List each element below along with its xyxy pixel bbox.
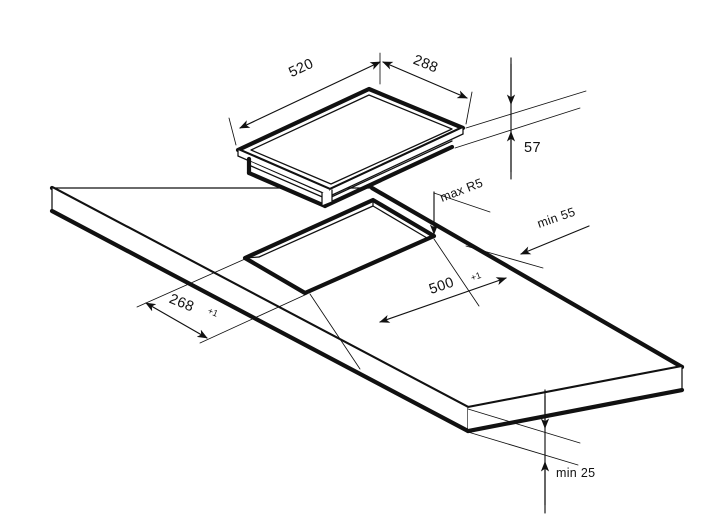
cooktop-glass-front-thickness-face [238,150,330,196]
dim-520-line [239,61,381,129]
cutout-inner-rim [258,205,428,291]
countertop-rear-right-edge [369,185,685,370]
dim-500-ext-front [309,293,361,370]
countertop-top-face-fill [52,188,682,408]
dim-288-label: 288 [411,52,441,76]
cooktop-body-right-highlight [326,140,453,200]
dimension-500-group: 500 +1 [309,238,507,370]
dim-57-label: 57 [524,140,541,156]
countertop-right-bottom-edge [465,387,685,434]
cooktop-body-front-lower-edge [246,170,328,209]
cutout-opening-fill [245,200,434,293]
dim-288-line [382,61,468,99]
dim-min25-label: min 25 [556,466,595,480]
dim-57-ext-top [465,90,587,129]
dim-520-ext-left [228,117,237,146]
cooktop-body-front-highlight [250,165,328,200]
cutout-left-wall-edge [244,256,260,259]
countertop-cutout [242,197,437,296]
countertop-front-side-face [52,188,468,431]
dimension-min25-group: min 25 [467,389,595,514]
dim-min55-label: min 55 [535,205,577,231]
dim-57-ext-bottom [454,107,581,149]
cooktop-front-foot-outline [321,189,333,207]
dim-268-label: 268 [167,291,197,315]
cooktop-glass-right-thickness-face [330,128,463,196]
dimension-maxR5-group: max R5 [429,176,491,235]
dim-min25-ext-top [467,408,581,444]
dim-288-ext-right [465,91,473,125]
dim-520-label: 520 [286,56,316,81]
dim-500-label: 500 [427,275,456,298]
dim-268-line [145,302,208,339]
cooktop-appliance [235,86,466,209]
dim-268-tolerance: +1 [206,306,219,319]
cooktop-body-front-face [249,161,328,207]
cooktop-glass-right-bottom-edge [329,133,464,197]
countertop-assembly [49,185,685,434]
cooktop-front-foot-face [322,190,332,206]
countertop-right-side-face [468,367,682,431]
cooktop-glass-top-fill [238,89,463,190]
dim-268-ext-right [199,293,308,344]
dim-500-tolerance: +1 [469,270,482,283]
dim-min55-ext [465,245,544,269]
dim-maxR5-label: max R5 [438,176,485,205]
dimension-57-group: 57 [454,57,587,180]
dim-maxR5-leader-shelf [433,192,491,213]
dim-min55-line [520,225,590,255]
cooktop-glass-front-bottom-edge [237,155,331,197]
cooktop-body-right-lower-edge [322,144,455,209]
dim-min25-ext-bottom [467,431,579,466]
dim-268-ext-left [136,258,246,308]
cutout-right-wall-edge [426,235,435,239]
dim-500-line [379,277,507,323]
countertop-front-bottom-edge [49,208,471,434]
